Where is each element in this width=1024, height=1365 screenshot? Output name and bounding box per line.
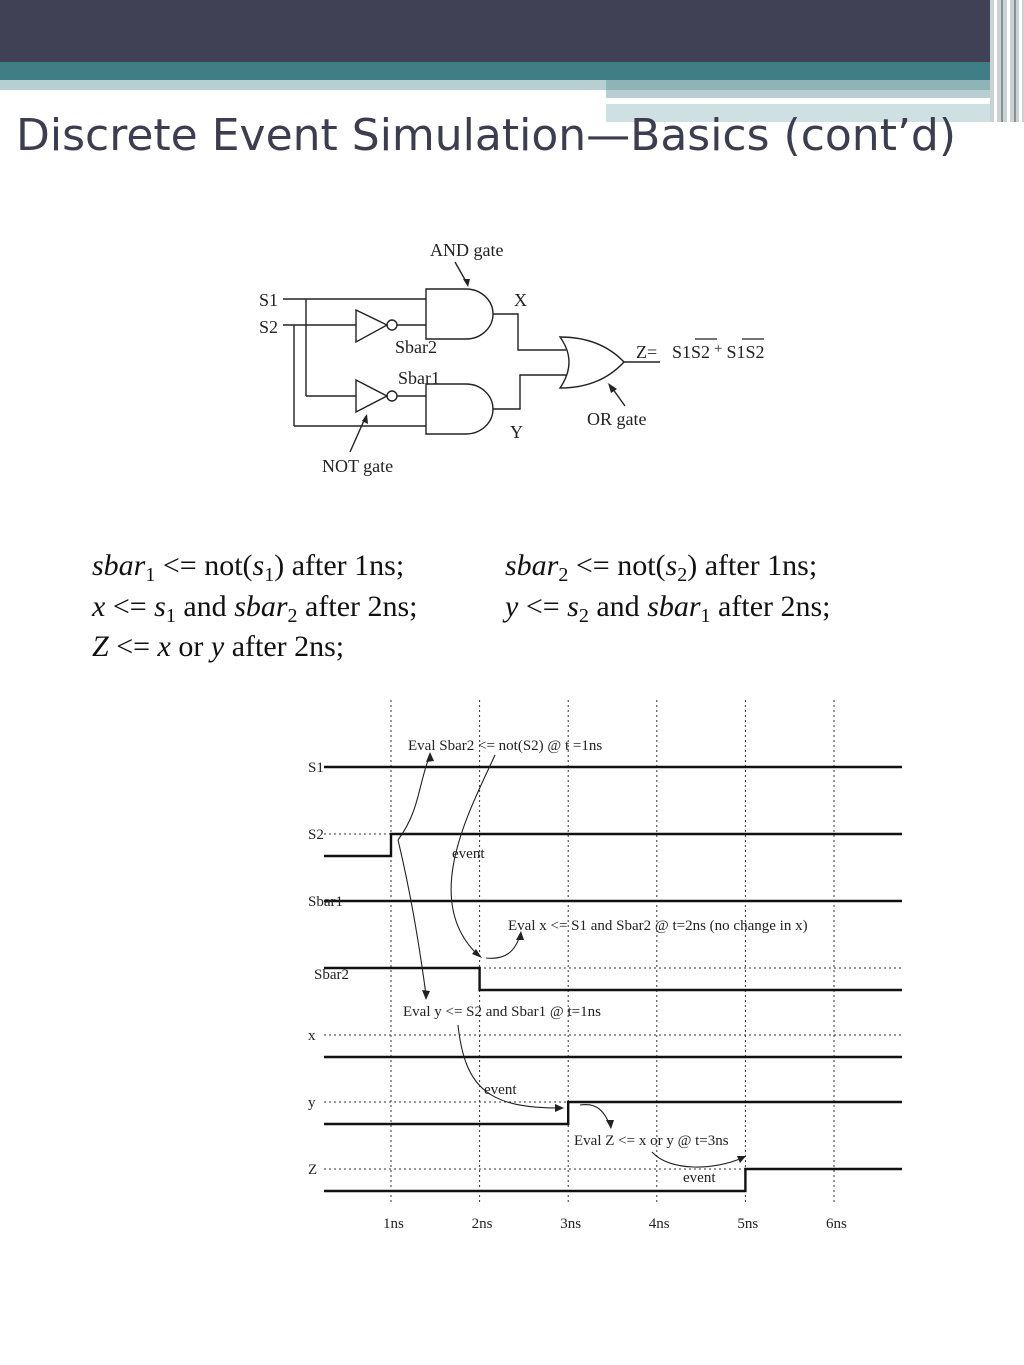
annotation-eval-y: Eval y <= S2 and Sbar1 @ t=1ns (403, 1004, 601, 1020)
signal-label: S1 (308, 760, 324, 776)
equation-z: Z <= x or y after 2ns; (92, 630, 344, 663)
not-gate-label: NOT gate (322, 456, 393, 476)
header-band-dark (0, 0, 1024, 62)
output-x-label: X (514, 290, 527, 310)
timing-ticks: 1ns 2ns 3ns 4ns 5ns 6ns (383, 1216, 847, 1232)
z-expression: S1S2+S1S2 (672, 341, 765, 362)
z-prefix-label: Z= (636, 342, 657, 362)
annotation-event-3: event (683, 1170, 716, 1186)
annotation-eval-x: Eval x <= S1 and Sbar2 @ t=2ns (no chang… (508, 918, 808, 934)
equation-sbar1: sbar1 <= not(s1) after 1ns; (92, 549, 404, 586)
waveform-s2 (324, 832, 902, 858)
timing-waveforms (324, 765, 902, 1193)
input-s2-label: S2 (259, 317, 278, 337)
timing-grid (324, 700, 902, 1205)
signal-label: Sbar2 (314, 967, 349, 983)
waveform-sbar2 (324, 966, 902, 992)
and-gate-label: AND gate (430, 240, 503, 260)
annotation-arrows (397, 754, 743, 1168)
signal-label: Sbar1 (308, 894, 343, 910)
not-gate-lower (355, 378, 389, 414)
time-tick-label: 3ns (560, 1216, 581, 1232)
header-band-white (606, 98, 946, 104)
annotation-event-2: event (484, 1082, 517, 1098)
logic-circuit-diagram: AND gate S1 S2 X Sbar2 Sbar1 Y OR gate N… (259, 240, 765, 476)
sbar1-label: Sbar1 (398, 368, 440, 388)
waveform-z (324, 1167, 902, 1193)
slide-title: Discrete Event Simulation—Basics (cont’d… (16, 110, 957, 161)
waveform-y (324, 1100, 902, 1126)
header-band-light (606, 104, 1024, 122)
output-y-label: Y (510, 422, 523, 442)
vhdl-equations: sbar1 <= not(s1) after 1ns; sbar2 <= not… (91, 549, 831, 663)
or-gate-label: OR gate (587, 409, 646, 429)
annotation-event-1: event (452, 846, 485, 862)
signal-label: S2 (308, 827, 324, 843)
time-tick-label: 5ns (737, 1216, 758, 1232)
annotation-eval-z: Eval Z <= x or y @ t=3ns (574, 1133, 729, 1149)
annotation-eval-sbar2: Eval Sbar2 <= not(S2) @ t =1ns (408, 738, 602, 754)
signal-label: Z (308, 1162, 317, 1178)
header-band-light (606, 80, 1024, 90)
and-gate-upper (425, 288, 494, 340)
time-tick-label: 1ns (383, 1216, 404, 1232)
annotation-arrowheads (422, 752, 746, 1163)
input-s1-label: S1 (259, 290, 278, 310)
and-gate-lower (425, 383, 494, 435)
or-gate (558, 336, 625, 389)
header-band-light (606, 90, 1024, 98)
time-tick-label: 6ns (826, 1216, 847, 1232)
time-tick-label: 2ns (472, 1216, 493, 1232)
header-stripes (990, 0, 1024, 122)
not-gate-upper (355, 308, 389, 344)
equation-x: x <= s1 and sbar2 after 2ns; (91, 590, 418, 627)
header-band-light (0, 80, 606, 90)
signal-label: x (308, 1028, 316, 1044)
sbar2-label: Sbar2 (395, 337, 437, 357)
equation-y: y <= s2 and sbar1 after 2ns; (502, 590, 831, 627)
equation-sbar2: sbar2 <= not(s2) after 1ns; (505, 549, 817, 586)
header-band-teal (0, 62, 1024, 80)
signal-label: y (308, 1095, 316, 1111)
time-tick-label: 4ns (649, 1216, 670, 1232)
